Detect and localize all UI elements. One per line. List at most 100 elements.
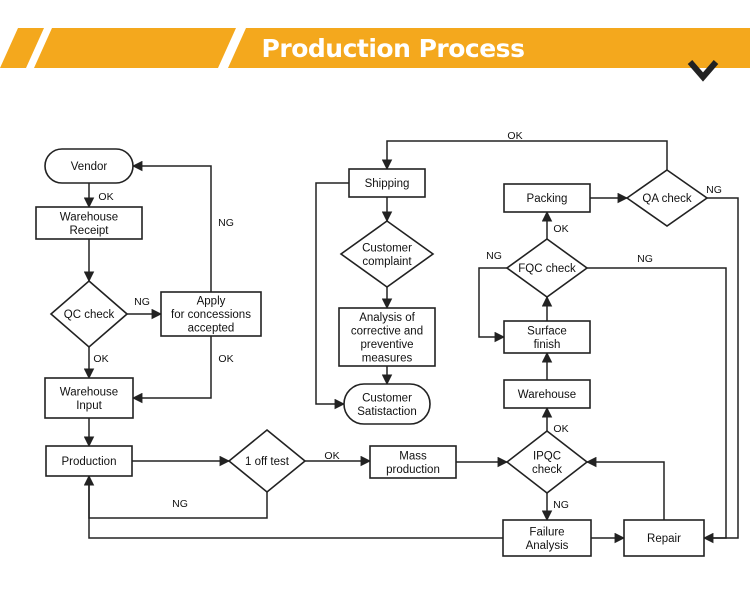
production-box [45, 445, 133, 477]
header-banner: Production Process [0, 28, 750, 82]
banner-stripe-1 [0, 28, 44, 68]
label-fqc-ng-left: NG [486, 250, 502, 262]
mass-production-label-line: Mass [399, 450, 427, 462]
shipping-label-line: Shipping [365, 178, 410, 190]
connector-qa-ng-to-repair [702, 197, 739, 544]
customer-satisfaction-terminal [343, 383, 431, 425]
label-qa-ok: OK [507, 130, 522, 142]
connector-failure-to-production [88, 476, 503, 539]
node-fqc-check: FQC check [505, 238, 589, 298]
customer-satisfaction-label-line: Satistaction [357, 406, 416, 418]
analysis-label-line: corrective and [351, 325, 423, 337]
analysis-label-line: measures [362, 352, 413, 364]
surface-finish-box [503, 320, 591, 354]
node-one-off-test: 1 off test [227, 428, 307, 494]
failure-analysis-label-line: Analysis [526, 540, 569, 552]
label-test-ok: OK [324, 450, 339, 462]
repair-label-line: Repair [647, 533, 681, 545]
apply-concessions-box [160, 291, 262, 337]
vendor-label-line: Vendor [71, 161, 108, 173]
qc-check-diamond [49, 279, 129, 349]
customer-satisfaction-label-line: Customer [362, 392, 412, 404]
warehouse-input-label-line: Input [76, 400, 102, 412]
one-off-test-diamond [227, 428, 307, 494]
ipqc-check-diamond [505, 429, 589, 495]
node-qa-check: QA check [625, 169, 709, 227]
label-qa-ng: NG [706, 184, 722, 196]
label-apply-ng: NG [218, 217, 234, 229]
one-off-test-label-line: 1 off test [245, 456, 290, 468]
label-apply-ok: OK [218, 353, 233, 365]
warehouse-receipt-label-line: Warehouse [60, 211, 118, 223]
label-ipqc-ok: OK [553, 423, 568, 435]
surface-finish-label-line: Surface [527, 325, 567, 337]
connector-shipping-to-satisfaction [315, 182, 349, 410]
node-qc-check: QC check [49, 279, 129, 349]
packing-label-line: Packing [527, 193, 568, 205]
connector-apply-to-vendor [131, 160, 212, 292]
node-shipping: Shipping [348, 168, 426, 198]
shipping-box [348, 168, 426, 198]
ipqc-check-label-line: IPQC [533, 450, 561, 462]
node-vendor: Vendor [44, 148, 134, 184]
production-label-line: Production [62, 456, 117, 468]
node-mass-production: Mass production [369, 445, 457, 479]
banner-stripe-2 [34, 28, 236, 68]
decision-labels: OK NG OK NG OK OK NG OK NG OK NG NG OK NG [93, 130, 721, 511]
connector-qa-ok-to-shipping [381, 140, 668, 171]
connector-fqc-ng-to-surface [478, 267, 507, 343]
mass-production-label-line: production [386, 464, 440, 476]
packing-box [503, 183, 591, 213]
qa-check-label-line: QA check [642, 193, 691, 205]
node-production: Production [45, 445, 133, 477]
apply-concessions-label-line: for concessions [171, 309, 251, 321]
qa-check-diamond [625, 169, 709, 227]
warehouse-input-box [44, 377, 134, 419]
chevron-down-icon [687, 60, 719, 82]
customer-complaint-label-line: Customer [362, 242, 412, 254]
mass-production-box [369, 445, 457, 479]
failure-analysis-label-line: Failure [529, 526, 564, 538]
warehouse-receipt-box [35, 206, 143, 240]
node-warehouse: Warehouse [503, 379, 591, 409]
fqc-check-diamond [505, 238, 589, 298]
node-repair: Repair [623, 519, 705, 557]
warehouse-label-line: Warehouse [518, 389, 576, 401]
ipqc-check-label-line: check [532, 464, 562, 476]
connector-fqc-ng-to-repair [587, 267, 727, 539]
customer-complaint-diamond [339, 220, 435, 288]
apply-concessions-label-line: Apply [197, 296, 226, 308]
label-test-ng: NG [172, 498, 188, 510]
analysis-label-line: Analysis of [359, 312, 415, 324]
banner-main-band [228, 28, 750, 68]
label-ipqc-ng: NG [553, 499, 569, 511]
apply-concessions-label-line: accepted [188, 323, 235, 335]
fqc-check-label-line: FQC check [518, 263, 576, 275]
page-title: Production Process [262, 34, 525, 63]
node-packing: Packing [503, 183, 591, 213]
connector-repair-to-ipqc [585, 456, 665, 520]
label-fqc-ok: OK [553, 223, 568, 235]
failure-analysis-box [502, 519, 592, 557]
analysis-box [338, 307, 436, 367]
connector-apply-to-input [131, 336, 212, 404]
qc-check-label-line: QC check [64, 309, 115, 321]
label-vendor-ok: OK [98, 191, 113, 203]
repair-box [623, 519, 705, 557]
label-qc-ok: OK [93, 353, 108, 365]
vendor-terminal [44, 148, 134, 184]
label-fqc-ng-right: NG [637, 253, 653, 265]
label-qc-ng: NG [134, 296, 150, 308]
warehouse-box [503, 379, 591, 409]
connector-test-ng-to-production [83, 474, 268, 519]
warehouse-input-label-line: Warehouse [60, 386, 118, 398]
